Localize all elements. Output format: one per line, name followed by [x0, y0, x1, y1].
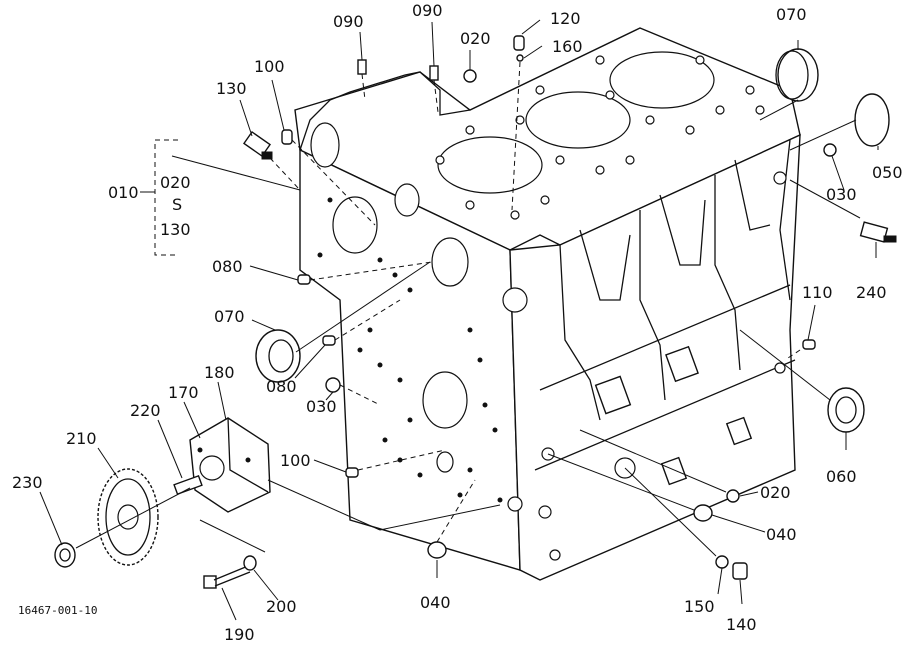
label-010: 010	[108, 183, 139, 202]
callout-labels: 010 020 S 130 090 090 020 120 160 100 13…	[12, 1, 903, 644]
label-040-bottom: 040	[420, 593, 451, 612]
nut-230	[54, 542, 76, 568]
ring-160	[516, 54, 524, 62]
label-150: 150	[684, 597, 715, 616]
pin-110	[802, 339, 816, 350]
label-140: 140	[726, 615, 757, 634]
pin-120	[513, 35, 525, 51]
side-webs	[502, 139, 796, 561]
pin-100-top	[281, 129, 293, 145]
plug-040-right	[693, 504, 713, 522]
label-090-right: 090	[412, 1, 443, 20]
label-010-to: 130	[160, 220, 191, 239]
label-010-sep: S	[172, 195, 182, 214]
oil-pressure-switch-240	[859, 221, 897, 243]
label-130: 130	[216, 79, 247, 98]
sensor-130	[242, 130, 273, 160]
plug-020-right	[726, 489, 740, 503]
drawing-number: 16467-001-10	[18, 604, 97, 617]
oil-pump-180	[189, 417, 271, 513]
crankcase-block	[294, 27, 801, 581]
label-070-top: 070	[776, 5, 807, 24]
plug-140	[732, 562, 748, 580]
label-030-left: 030	[306, 397, 337, 416]
label-200: 200	[266, 597, 297, 616]
label-220: 220	[130, 401, 161, 420]
label-010-from: 020	[160, 173, 191, 192]
plug-020-top	[463, 69, 477, 83]
label-100-top: 100	[254, 57, 285, 76]
label-180: 180	[204, 363, 235, 382]
pump-shaft-220	[173, 474, 203, 496]
label-210: 210	[66, 429, 97, 448]
label-060: 060	[826, 467, 857, 486]
washer-150	[715, 555, 729, 569]
label-040-right: 040	[766, 525, 797, 544]
label-070-left: 070	[214, 307, 245, 326]
label-240: 240	[856, 283, 887, 302]
label-190: 190	[224, 625, 255, 644]
drive-gear-210	[97, 468, 159, 566]
plug-030-left	[325, 377, 341, 393]
label-030-right: 030	[826, 185, 857, 204]
label-050: 050	[872, 163, 903, 182]
label-110: 110	[802, 283, 833, 302]
label-230: 230	[12, 473, 43, 492]
plug-030-right	[823, 143, 837, 157]
label-170: 170	[168, 383, 199, 402]
label-020-right: 020	[760, 483, 791, 502]
pin-080-mid	[322, 335, 336, 346]
plug-040-bottom	[427, 541, 447, 559]
front-bolt-holes	[317, 197, 503, 503]
label-160: 160	[552, 37, 583, 56]
pin-090-right	[429, 65, 439, 81]
washer-200	[243, 555, 257, 571]
label-080-mid: 080	[266, 377, 297, 396]
label-020-top: 020	[460, 29, 491, 48]
seal-060	[827, 387, 865, 433]
pin-100-mid	[345, 467, 359, 478]
label-120: 120	[550, 9, 581, 28]
label-090-left: 090	[333, 12, 364, 31]
pin-090-left	[357, 59, 367, 75]
label-100-mid: 100	[280, 451, 311, 470]
plug-050	[854, 93, 890, 147]
label-080-top: 080	[212, 257, 243, 276]
bolt-190	[203, 565, 251, 589]
pin-080-top	[297, 274, 311, 285]
deck-holes	[435, 55, 765, 220]
leader-lines	[39, 19, 879, 621]
seal-070-left	[255, 329, 301, 383]
plug-070-top	[775, 48, 819, 102]
